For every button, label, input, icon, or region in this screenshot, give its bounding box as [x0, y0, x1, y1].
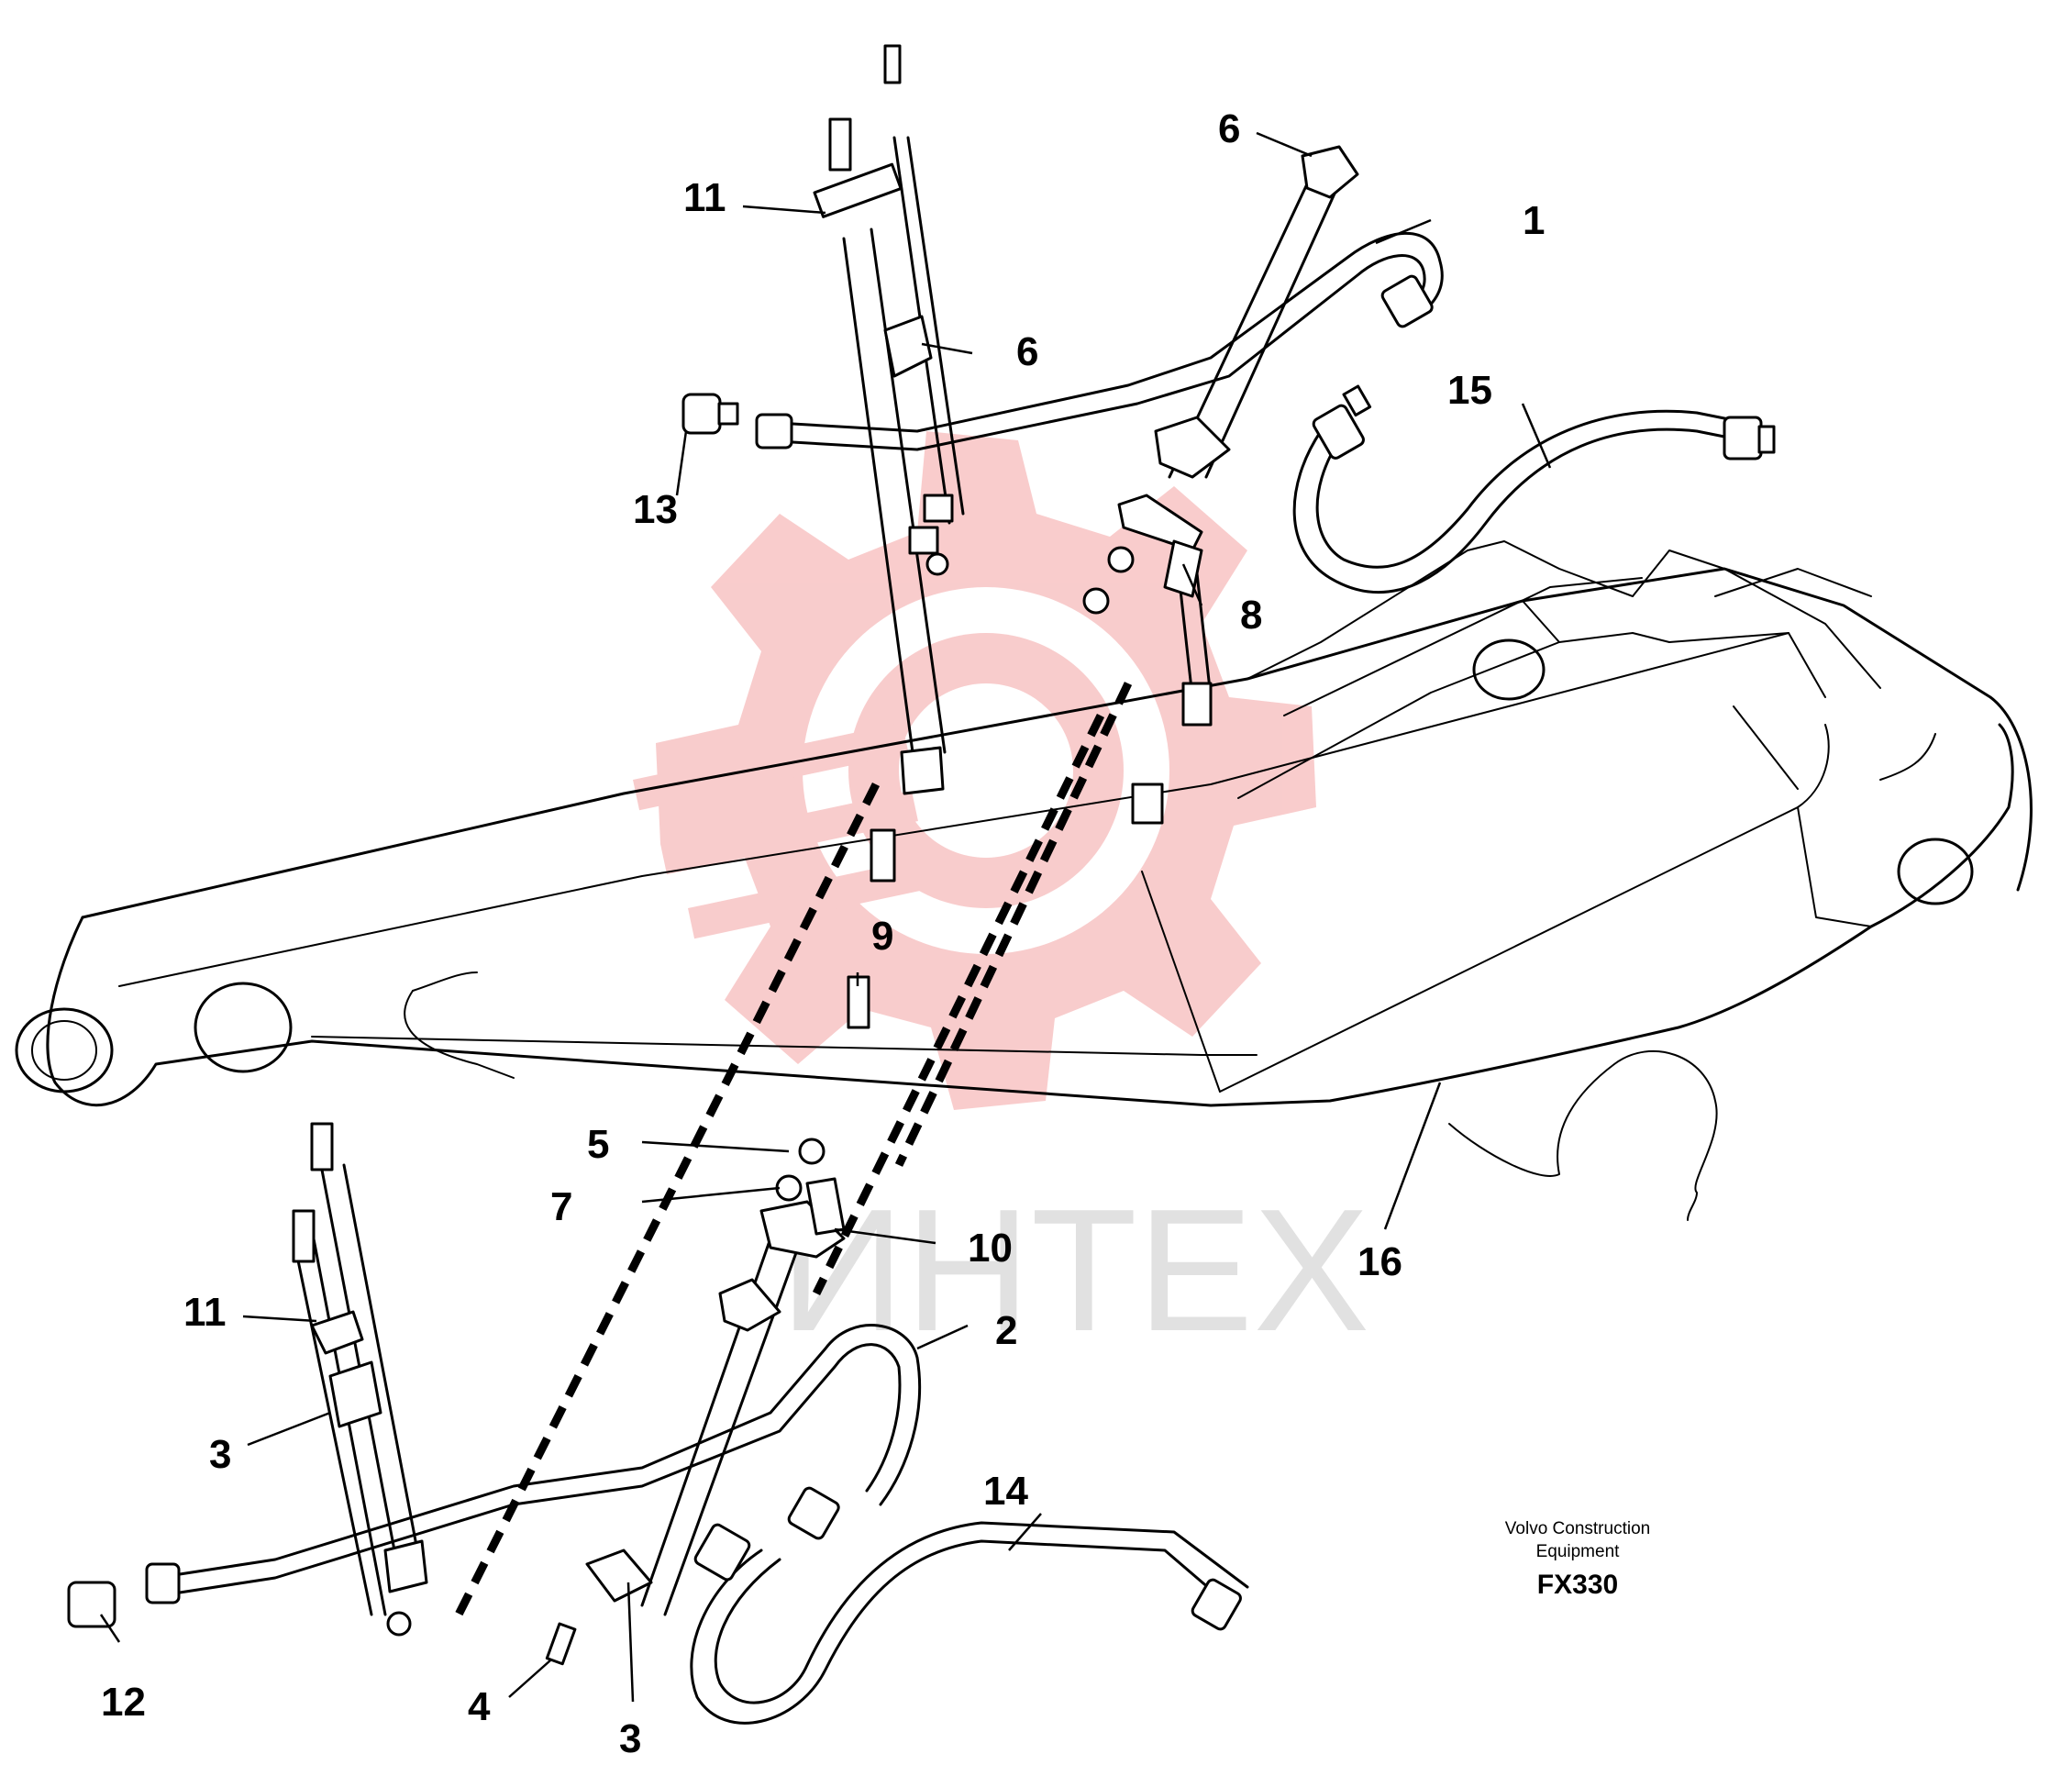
caption-line-1: Volvo Construction	[1505, 1519, 1650, 1538]
callout-14: 14	[983, 1469, 1028, 1514]
callout-1: 1	[1523, 198, 1545, 243]
watermark-gear-logo	[633, 431, 1316, 1110]
leader-lines	[99, 131, 1552, 1703]
callout-4: 4	[468, 1684, 491, 1729]
callout-2: 2	[995, 1308, 1017, 1353]
callout-11-top: 11	[683, 175, 726, 220]
caption-block: Volvo Construction Equipment FX330	[1505, 1519, 1650, 1600]
upper-clamp-stack	[813, 44, 965, 882]
upper-right-clamps	[1082, 145, 1359, 825]
caption-line-2: Equipment	[1536, 1542, 1621, 1561]
callouts: 1 2 3 3 4 5 6 6 7 8 9 10 11 11 12 13 14 …	[101, 106, 1545, 1761]
callout-3-bottom: 3	[619, 1716, 641, 1761]
callout-6-middle: 6	[1016, 329, 1038, 374]
callout-8: 8	[1240, 593, 1262, 638]
hose-15	[1292, 384, 1776, 594]
callout-7: 7	[550, 1184, 572, 1229]
boom-outline	[15, 540, 2033, 1221]
drawing-code: FX330	[1537, 1570, 1618, 1600]
pipe-1	[681, 231, 1444, 451]
callout-12: 12	[101, 1680, 146, 1725]
callout-10: 10	[968, 1226, 1013, 1271]
callout-3-left: 3	[209, 1432, 231, 1477]
callout-16: 16	[1357, 1239, 1402, 1284]
callout-6-top: 6	[1218, 106, 1240, 151]
hose-14	[690, 1521, 1249, 1725]
watermark-text: ИНТЕХ	[780, 1173, 1369, 1368]
callout-15: 15	[1447, 368, 1492, 413]
lower-left-clamp-stack	[292, 1122, 428, 1637]
callout-11-bottom: 11	[183, 1290, 227, 1335]
callout-5: 5	[587, 1122, 609, 1167]
pipe-2	[67, 1324, 922, 1628]
callout-9: 9	[871, 914, 893, 959]
callout-13: 13	[633, 487, 678, 532]
